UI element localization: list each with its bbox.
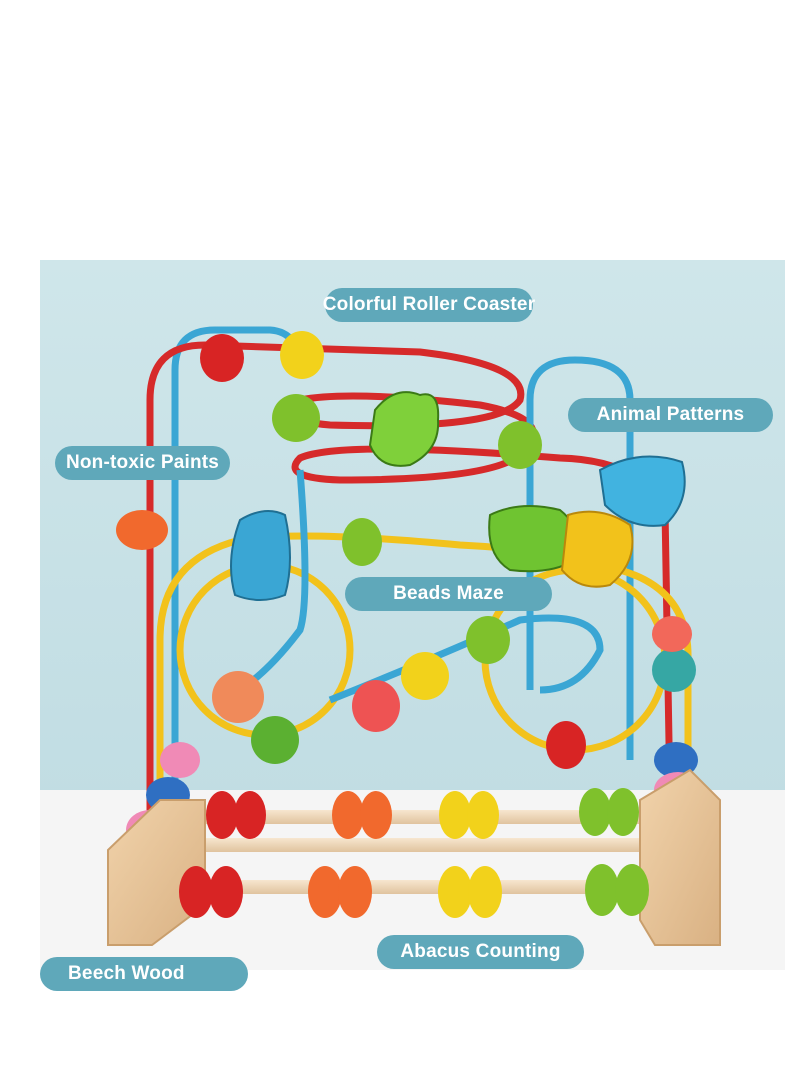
- wire-blue-right: [526, 356, 634, 760]
- label-non-toxic-paints: Non-toxic Paints: [55, 446, 230, 480]
- animal-pieces: [230, 391, 686, 601]
- label-beech-wood: Beech Wood: [40, 957, 248, 991]
- abacus-beads: [179, 788, 649, 918]
- wire-yellow-loops: [156, 532, 692, 820]
- label-colorful-roller-coaster: Colorful Roller Coaster: [323, 288, 535, 322]
- label-abacus-counting: Abacus Counting: [377, 935, 584, 969]
- label-beads-maze: Beads Maze: [345, 577, 552, 611]
- wooden-base: [107, 768, 721, 946]
- label-animal-patterns: Animal Patterns: [568, 398, 773, 432]
